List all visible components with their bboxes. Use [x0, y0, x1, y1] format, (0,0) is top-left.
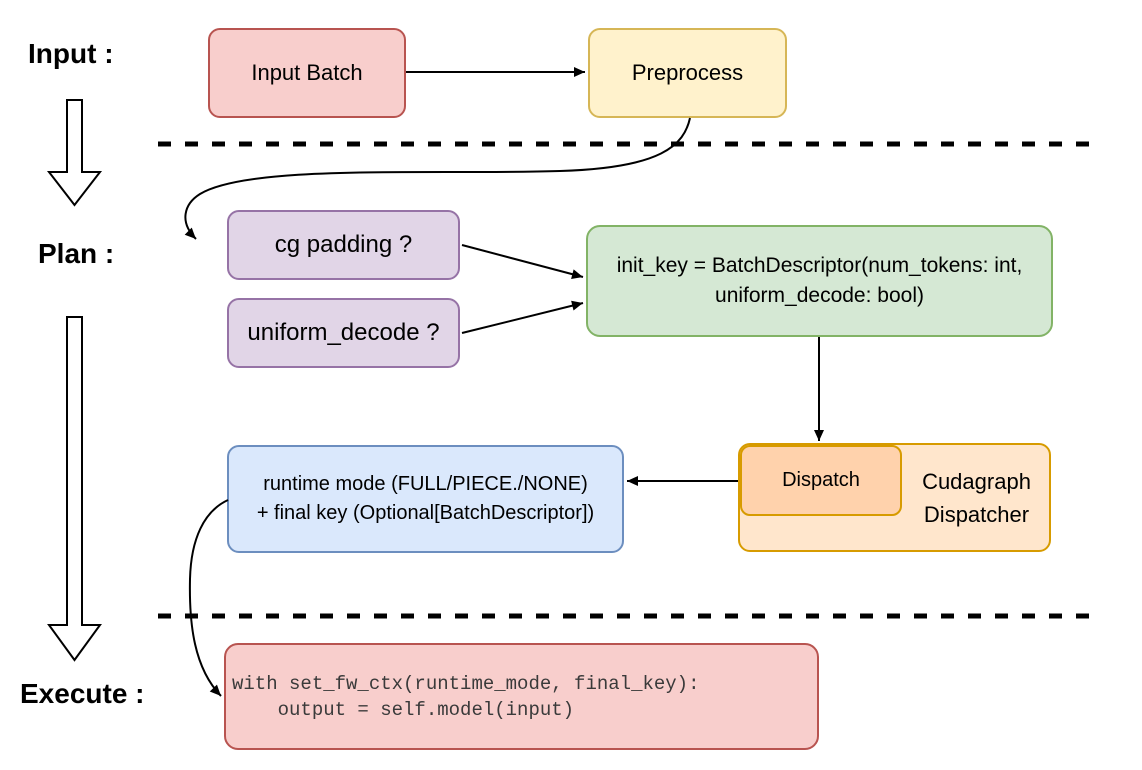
cudagraph-title-line1: Cudagraph	[922, 468, 1031, 494]
node-dispatch-label: Dispatch	[782, 469, 860, 491]
execute-code-line1: with set_fw_ctx(runtime_mode, final_key)…	[232, 672, 700, 695]
node-uniform-decode: uniform_decode ?	[227, 298, 460, 368]
line-uniform-decode-to-init-key	[461, 300, 584, 334]
stage-label-execute: Execute :	[20, 678, 145, 709]
node-cudagraph-dispatcher-title: Cudagraph Dispatcher	[902, 443, 1051, 552]
curve-runtime-mode-to-execute	[188, 499, 229, 697]
node-cg-padding: cg padding ?	[227, 210, 460, 280]
execute-code-line2: output = self.model(input)	[232, 698, 575, 721]
node-input-batch-label: Input Batch	[251, 60, 363, 86]
node-runtime-mode-line1: runtime mode (FULL/PIECE./NONE)	[263, 473, 588, 495]
node-uniform-decode-label: uniform_decode ?	[247, 319, 440, 346]
node-input-batch: Input Batch	[208, 28, 406, 118]
big-down-arrow-input	[46, 99, 103, 207]
node-preprocess: Preprocess	[588, 28, 787, 118]
node-init-key-line2: uniform_decode: bool)	[715, 284, 924, 307]
stage-label-plan: Plan :	[38, 238, 115, 269]
node-init-key: init_key = BatchDescriptor(num_tokens: i…	[586, 225, 1053, 337]
node-dispatch: Dispatch	[740, 445, 902, 516]
node-preprocess-label: Preprocess	[631, 60, 744, 86]
cudagraph-title-line2: Dispatcher	[923, 501, 1030, 527]
node-runtime-mode-line2: + final key (Optional[BatchDescriptor])	[256, 502, 595, 524]
node-cg-padding-label: cg padding ?	[274, 231, 413, 258]
node-execute-code: with set_fw_ctx(runtime_mode, final_key)…	[224, 643, 819, 750]
big-down-arrow-plan	[47, 316, 102, 662]
line-cg-padding-to-init-key	[461, 244, 584, 280]
stage-label-input: Input :	[28, 38, 114, 69]
node-init-key-line1: init_key = BatchDescriptor(num_tokens: i…	[616, 254, 1023, 277]
node-runtime-mode: runtime mode (FULL/PIECE./NONE) + final …	[227, 445, 624, 553]
